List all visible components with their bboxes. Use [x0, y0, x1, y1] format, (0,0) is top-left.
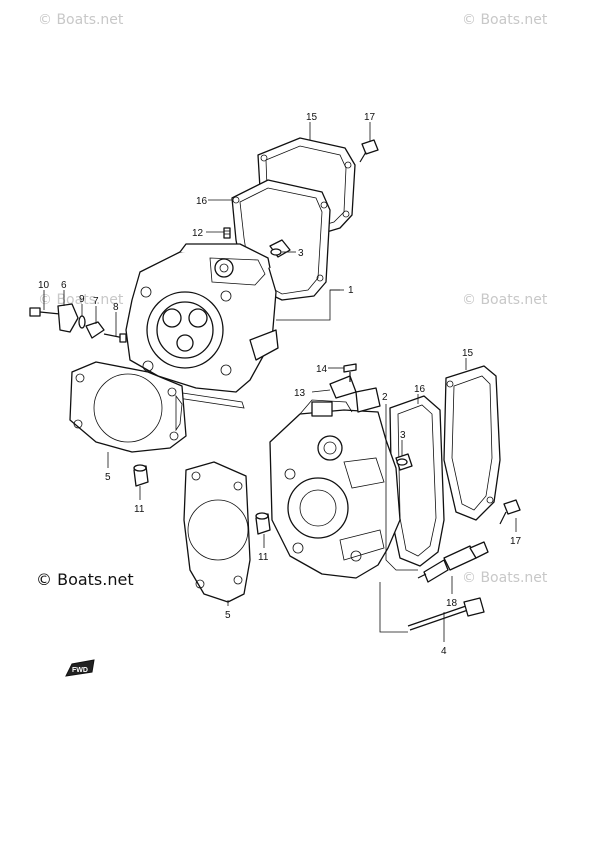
cover-gasket-lower [389, 395, 445, 567]
label-9: 9 [79, 294, 85, 305]
dowel-pin-top [269, 239, 291, 258]
washer-9 [78, 315, 86, 329]
label-2: 2 [382, 392, 388, 403]
cylinder-head-cover-lower [443, 365, 501, 521]
label-17-top: 17 [364, 112, 376, 123]
label-11-upper: 11 [134, 504, 145, 515]
watermark-top-right: © Boats.net [462, 12, 548, 28]
label-14: 14 [316, 364, 328, 375]
watermark-lower-right: © Boats.net [462, 570, 548, 586]
label-5-lower: 5 [225, 610, 231, 621]
watermark-mid-left: © Boats.net [38, 292, 124, 308]
spark-plug-18 [417, 541, 489, 583]
label-7: 7 [93, 296, 99, 307]
label-4: 4 [441, 646, 447, 657]
label-8: 8 [113, 302, 119, 313]
screw-14 [343, 363, 357, 382]
label-5-upper: 5 [105, 472, 111, 483]
cylinder-head-lower [269, 387, 401, 579]
bolt-12 [223, 227, 231, 239]
label-16-lower: 16 [414, 384, 426, 395]
watermark-mid-right: © Boats.net [462, 292, 548, 308]
fwd-label: FWD [72, 667, 88, 674]
dowel-pin-lower [395, 453, 413, 471]
label-15-top: 15 [306, 112, 318, 123]
head-gasket-upper [69, 361, 187, 453]
bracket-6 [57, 303, 79, 333]
long-bolt-4 [407, 597, 485, 631]
bolt-17-top [359, 139, 379, 163]
label-16-top: 16 [196, 196, 208, 207]
head-gasket-lower [183, 461, 251, 603]
cylinder-head-upper [125, 243, 279, 409]
label-1: 1 [348, 285, 354, 296]
label-18: 18 [446, 598, 458, 609]
dowel-pin-11-lower [255, 512, 271, 535]
clip-13 [329, 375, 357, 399]
sensor-7 [85, 321, 105, 339]
label-10: 10 [38, 280, 50, 291]
label-15-lower: 15 [462, 348, 474, 359]
copyright-text: © Boats.net [36, 570, 134, 589]
label-6: 6 [61, 280, 67, 291]
label-17-lower: 17 [510, 536, 522, 547]
screw-10 [29, 307, 61, 317]
label-3-top: 3 [298, 248, 304, 259]
bolt-8 [103, 333, 127, 343]
watermark-top-left: © Boats.net [38, 12, 124, 28]
dowel-pin-11-upper [133, 464, 149, 487]
label-3-lower: 3 [400, 430, 406, 441]
leader-lines [43, 122, 517, 642]
bolt-17-lower [499, 499, 521, 525]
fwd-arrow-icon: FWD [65, 659, 95, 677]
label-11-lower: 11 [258, 552, 269, 563]
label-12: 12 [192, 228, 204, 239]
label-13: 13 [294, 388, 306, 399]
